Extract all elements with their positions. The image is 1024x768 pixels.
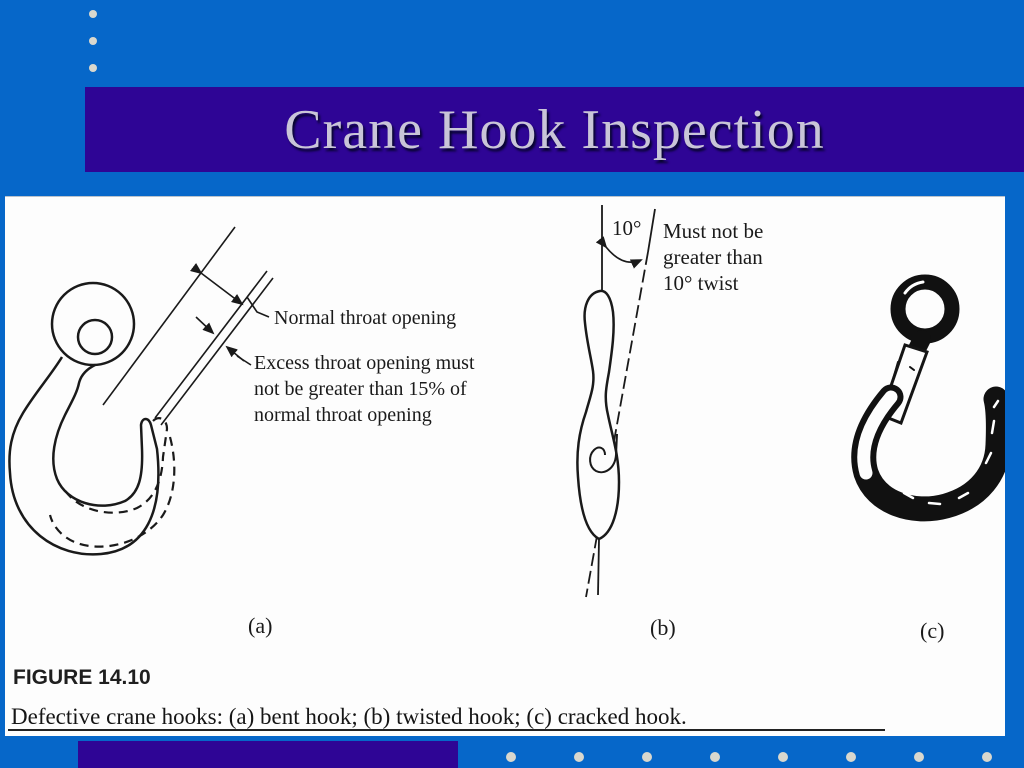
decorative-dot xyxy=(89,64,97,72)
figure-panel: Normal throat opening Excess throat open… xyxy=(5,196,1005,736)
decorative-dot xyxy=(846,752,856,762)
figure-caption: Defective crane hooks: (a) bent hook; (b… xyxy=(11,704,687,729)
decorative-dot xyxy=(778,752,788,762)
hook-b-angle-arc xyxy=(595,236,643,269)
hook-b-body xyxy=(576,289,621,541)
decorative-dot xyxy=(914,752,924,762)
hook-c-drawing xyxy=(851,274,1005,522)
decorative-dot xyxy=(89,10,97,18)
hook-b-tilt-line xyxy=(585,208,656,598)
decorative-dot xyxy=(642,752,652,762)
decorative-dot xyxy=(982,752,992,762)
hook-a-excess-line-1: Excess throat opening must xyxy=(254,352,475,374)
hook-a-body xyxy=(8,356,160,556)
page-title: Crane Hook Inspection xyxy=(284,98,825,161)
hook-a-measurement-lines xyxy=(102,226,274,426)
hook-a-bent-outline xyxy=(48,417,176,548)
figure-number: FIGURE 14.10 xyxy=(13,666,151,689)
hook-b-twist-line-3: 10° twist xyxy=(663,271,739,295)
decorative-dot xyxy=(574,752,584,762)
title-bar: Crane Hook Inspection xyxy=(85,87,1024,172)
hook-a-eye-hole xyxy=(76,318,114,356)
hook-c-crack-marks xyxy=(902,399,1000,506)
decorative-dot xyxy=(506,752,516,762)
hook-b-tip-curl xyxy=(589,433,618,474)
hook-a-label: (a) xyxy=(248,613,272,638)
hook-a-normal-annotation: Normal throat opening xyxy=(274,307,456,329)
hook-b-twist-line-2: greater than xyxy=(663,245,763,269)
hook-a-drawing: Normal throat opening Excess throat open… xyxy=(8,226,475,556)
hook-a-excess-line-2: not be greater than 15% of xyxy=(254,378,467,400)
bottom-accent-bar xyxy=(78,741,458,768)
hook-c-label: (c) xyxy=(920,618,944,643)
decorative-dot xyxy=(710,752,720,762)
hook-b-drawing: 10° Must not be greater than 10° twist xyxy=(576,205,763,598)
hook-b-twist-line-1: Must not be xyxy=(663,219,763,243)
decorative-dot xyxy=(89,37,97,45)
hook-a-excess-line-3: normal throat opening xyxy=(254,404,432,426)
hook-b-label: (b) xyxy=(650,615,676,640)
hook-b-angle-label: 10° xyxy=(612,216,641,240)
crane-hook-figure: Normal throat opening Excess throat open… xyxy=(8,205,1005,731)
